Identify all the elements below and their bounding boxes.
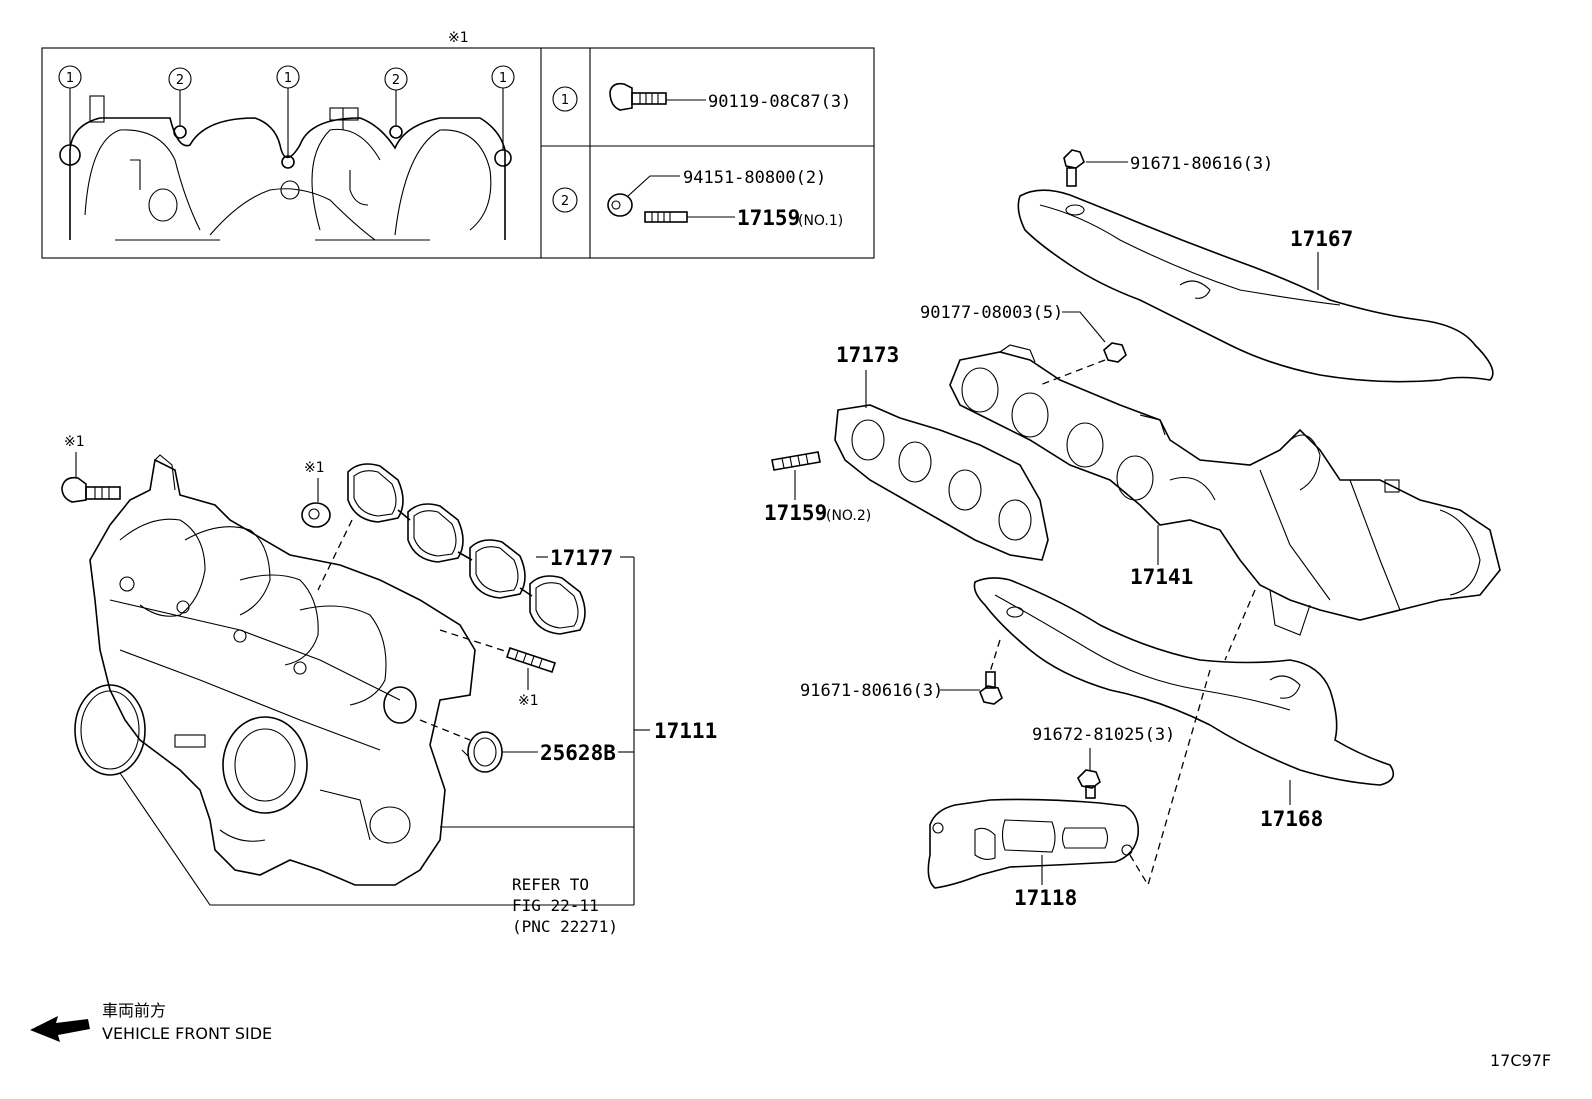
label-90177: 90177-08003(5) — [920, 303, 1063, 323]
heat-insulator-bolt-icon — [1063, 149, 1085, 187]
intake-gasket-17177 — [347, 463, 586, 635]
bracket-17118 — [927, 798, 1140, 889]
svg-text:2: 2 — [176, 73, 184, 88]
lower-insulator-bolt-icon — [979, 671, 1003, 705]
table-marker-1b: 1 — [276, 65, 300, 89]
svg-text:1: 1 — [499, 71, 507, 86]
fastener-table: ※1 — [41, 30, 875, 259]
stud-mark: ※1 — [518, 693, 539, 709]
table-gasket-sketch: 1 2 1 2 1 — [58, 65, 515, 241]
bracket-bolt-icon — [1077, 769, 1101, 799]
exhaust-manifold-17141 — [949, 344, 1501, 636]
manifold-stud-icon — [505, 646, 557, 674]
refer-line-3: (PNC 22271) — [512, 917, 618, 936]
table-marker-2b: 2 — [384, 67, 408, 91]
label-17141: 17141 — [1130, 565, 1193, 589]
row2-stud-note: (NO.1) — [798, 213, 843, 229]
legend-jp-label: 車両前方 — [102, 1001, 166, 1020]
label-17118: 17118 — [1014, 886, 1077, 910]
table-marker-1a: 1 — [58, 65, 82, 89]
exhaust-nut-icon — [1103, 342, 1127, 363]
bolt-mark: ※1 — [64, 434, 85, 450]
vehicle-front-legend: 車両前方 VEHICLE FRONT SIDE — [30, 1001, 272, 1043]
row1-circle-label: 1 — [561, 93, 569, 108]
svg-text:1: 1 — [284, 71, 292, 86]
label-91671-top: 91671-80616(3) — [1130, 154, 1273, 174]
row1-part-number: 90119-08C87(3) — [708, 92, 851, 112]
throttle-gasket-ring — [74, 684, 146, 776]
refer-note: REFER TO FIG 22-11 (PNC 22271) — [512, 875, 618, 936]
stud-icon — [644, 211, 688, 223]
figure-code: 17C97F — [1490, 1051, 1551, 1070]
label-17111: 17111 — [654, 719, 717, 743]
manifold-bolt-icon — [61, 476, 121, 503]
exhaust-manifold-assembly: 91671-80616(3) 17167 90177-08003(5) 1717… — [764, 149, 1501, 910]
table-header-mark: ※1 — [448, 30, 469, 46]
intake-manifold-assembly: ※1 ※1 — [61, 434, 717, 936]
label-17159-no2: 17159 — [764, 501, 827, 525]
table-marker-2a: 2 — [168, 67, 192, 91]
front-arrow-icon — [30, 1016, 90, 1042]
heat-insulator-17167 — [1017, 189, 1494, 383]
label-17167: 17167 — [1290, 227, 1353, 251]
table-row-2: 2 94151-80800(2) 17159 (NO.1) — [552, 168, 843, 230]
svg-text:1: 1 — [66, 71, 74, 86]
svg-text:2: 2 — [392, 73, 400, 88]
nut-mark: ※1 — [304, 460, 325, 476]
label-17173: 17173 — [836, 343, 899, 367]
heat-insulator-17168 — [973, 577, 1395, 786]
bolt-icon — [609, 82, 667, 111]
manifold-nut-icon — [301, 502, 331, 528]
label-17177: 17177 — [550, 546, 613, 570]
exhaust-gasket-17173 — [834, 404, 1049, 561]
table-row-1: 1 90119-08C87(3) — [552, 82, 851, 112]
label-17159-no2-note: (NO.2) — [826, 508, 871, 524]
row2-circle-label: 2 — [561, 194, 569, 209]
row2-stud-part-number: 17159 — [737, 206, 800, 230]
table-frame — [41, 47, 875, 259]
legend-en-label: VEHICLE FRONT SIDE — [102, 1024, 272, 1043]
exhaust-stud-icon — [771, 451, 821, 471]
row2-nut-part-number: 94151-80800(2) — [683, 168, 826, 188]
refer-line-1: REFER TO — [512, 875, 589, 894]
label-91671-mid: 91671-80616(3) — [800, 681, 943, 701]
table-marker-1c: 1 — [491, 65, 515, 89]
refer-line-2: FIG 22-11 — [512, 896, 599, 915]
intake-manifold-body — [89, 454, 476, 886]
label-17168: 17168 — [1260, 807, 1323, 831]
nut-icon — [607, 193, 633, 217]
ring-25628b — [461, 731, 503, 773]
label-91672: 91672-81025(3) — [1032, 725, 1175, 745]
label-25628b: 25628B — [540, 741, 616, 765]
